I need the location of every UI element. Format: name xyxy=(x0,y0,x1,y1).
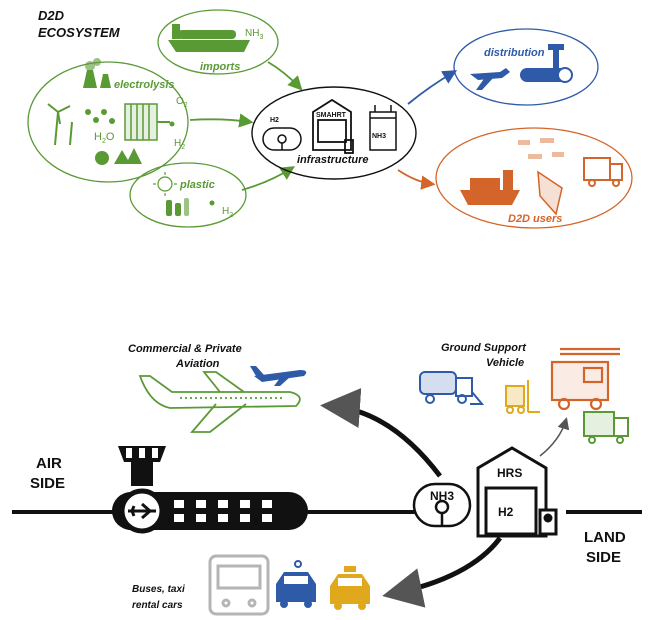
hrs-building-icon xyxy=(476,446,558,538)
hydrogen-formula: H2 xyxy=(174,138,185,151)
green-delivery-truck-icon xyxy=(583,411,629,444)
fire-truck-icon xyxy=(550,347,620,411)
air-side-line1: AIR xyxy=(36,455,62,472)
imports-formula: NH3 xyxy=(245,28,263,41)
plastic-bottles-icon xyxy=(166,198,189,216)
molecule-dot-icon xyxy=(169,121,175,127)
commercial-airplane-icon xyxy=(138,371,301,433)
waves-icon xyxy=(95,148,142,165)
land-side-line1: LAND xyxy=(584,529,626,546)
title-line1: D2D xyxy=(38,8,65,23)
title-line2: ECOSYSTEM xyxy=(38,25,121,40)
water-formula: H2O xyxy=(94,131,115,145)
infrastructure-label: infrastructure xyxy=(297,154,369,166)
users-bubble: D2D users xyxy=(435,127,633,229)
aviation-arrow xyxy=(320,388,442,478)
electrolysis-label: electrolysis xyxy=(114,79,175,91)
oxygen-formula: O2 xyxy=(176,96,188,109)
imports-bubble: NH3 imports xyxy=(157,9,279,75)
cargo-ship-icon xyxy=(460,170,520,205)
plastic-bubble: plastic H2 xyxy=(129,162,247,228)
plastic-label: plastic xyxy=(179,179,215,191)
truck-icon xyxy=(583,157,623,187)
electrolysis-arrow xyxy=(189,113,254,128)
buses-line2: rental cars xyxy=(132,600,183,611)
aviation-line2: Aviation xyxy=(175,358,220,370)
gsv-arrow xyxy=(539,417,570,457)
airplane-icon xyxy=(470,68,510,90)
buses-line1: Buses, taxi xyxy=(132,584,185,595)
water-drops-icon xyxy=(85,109,115,124)
users-label: D2D users xyxy=(508,213,562,225)
infra-nh3-label: NH3 xyxy=(372,133,386,140)
gsv-line2: Vehicle xyxy=(486,357,524,369)
imports-label: imports xyxy=(200,61,240,73)
wind-turbine-icon xyxy=(47,103,73,146)
distribution-label: distribution xyxy=(484,47,545,59)
distribution-arrow xyxy=(407,70,458,105)
taxi-icon xyxy=(330,566,370,610)
tanker-ship-icon xyxy=(168,24,250,52)
nh3-station-label: NH3 xyxy=(430,489,454,503)
buses-arrow xyxy=(382,536,502,608)
sun-icon xyxy=(153,172,177,196)
private-jet-icon xyxy=(250,366,307,386)
flying-wing-icon xyxy=(537,170,563,216)
plastic-hydrogen: H2 xyxy=(222,206,233,219)
bus-icon xyxy=(208,554,270,616)
nh3-station-tank-icon xyxy=(412,482,472,528)
electrolysis-bubble: electrolysis H2O O2 H2 xyxy=(27,58,189,183)
forklift-icon xyxy=(505,380,540,414)
plastic-arrow xyxy=(241,166,296,191)
nuclear-plant-icon xyxy=(83,58,111,88)
nh3-tank-icon xyxy=(369,105,397,151)
infra-h2-label: H2 xyxy=(270,117,279,124)
terminal-tower-icon xyxy=(520,44,573,83)
imports-arrow xyxy=(267,61,303,91)
drones-icon xyxy=(518,138,564,159)
terminal-building-icon xyxy=(112,488,308,534)
land-side-line2: SIDE xyxy=(586,549,621,566)
control-tower-icon xyxy=(118,446,166,486)
air-side-line2: SIDE xyxy=(30,475,65,492)
infra-smahrt-label: SMAHRT xyxy=(316,112,347,119)
blue-tanker-truck-icon xyxy=(419,371,485,405)
users-arrow xyxy=(397,169,436,190)
electrolyzer-stack-icon xyxy=(124,103,170,141)
molecule-dot-icon xyxy=(209,200,215,206)
distribution-bubble: distribution xyxy=(453,28,599,106)
rental-car-icon xyxy=(276,560,316,608)
infrastructure-bubble: H2 SMAHRT NH3 infrastructure xyxy=(251,86,417,180)
hrs-h2-label: H2 xyxy=(498,505,514,519)
hangar-icon xyxy=(312,98,354,154)
aviation-line1: Commercial & Private xyxy=(128,343,242,355)
gsv-line1: Ground Support xyxy=(441,342,527,354)
hrs-label: HRS xyxy=(497,466,522,480)
h2-tank-icon xyxy=(262,127,302,151)
